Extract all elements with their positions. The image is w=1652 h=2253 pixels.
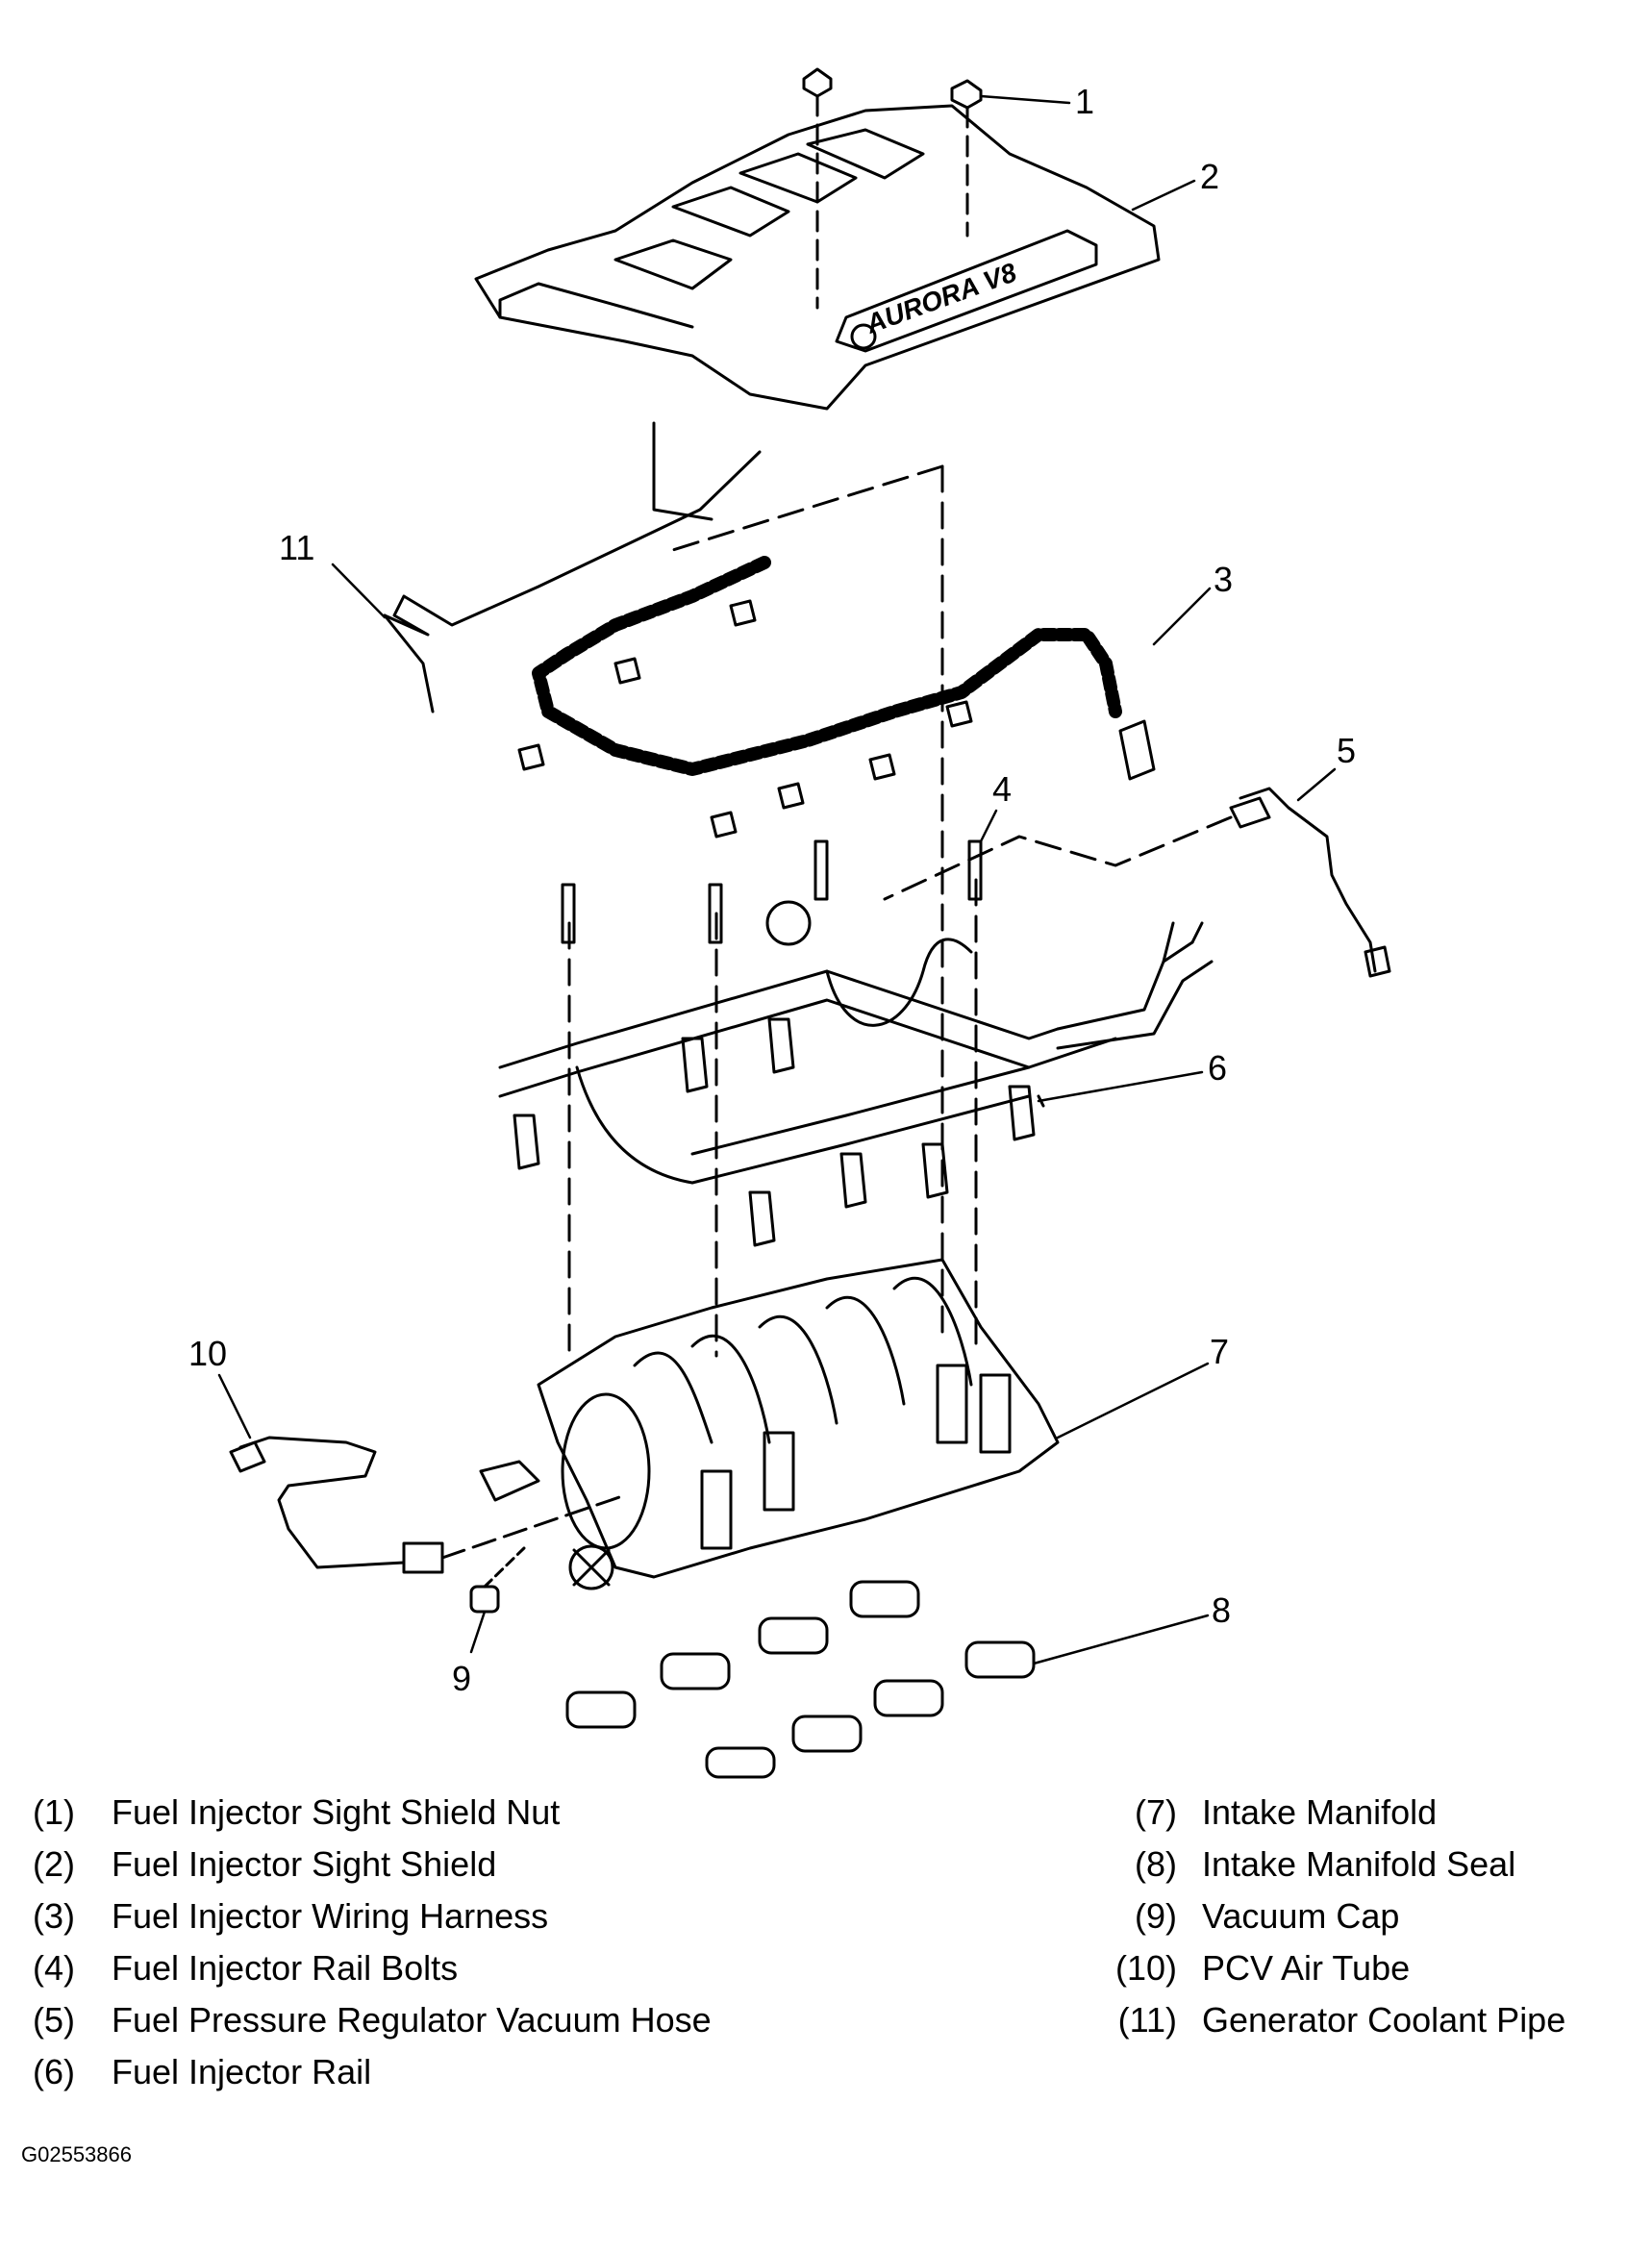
callout-5: 5 — [1337, 731, 1356, 770]
legend-number: (5) — [33, 2000, 75, 2040]
legend-label: Vacuum Cap — [1202, 1896, 1400, 1936]
legend-number: (10) — [1114, 1948, 1177, 1988]
callout-1: 1 — [1075, 82, 1094, 121]
legend-item: (1) Fuel Injector Sight Shield Nut — [33, 1787, 712, 1839]
legend-item: (4) Fuel Injector Rail Bolts — [33, 1942, 712, 1994]
callout-10: 10 — [188, 1334, 227, 1373]
legend-label: Fuel Injector Sight Shield Nut — [112, 1792, 561, 1832]
legend-number: (2) — [33, 1844, 75, 1884]
legend-label: Fuel Pressure Regulator Vacuum Hose — [112, 2000, 712, 2040]
legend-item: (9) Vacuum Cap — [1075, 1890, 1565, 1942]
legend-label: Fuel Injector Rail Bolts — [112, 1948, 459, 1988]
figure-id: G02553866 — [21, 2142, 132, 2166]
generator-coolant-pipe — [383, 421, 762, 713]
pcv-air-tube — [229, 1436, 627, 1574]
legend-label: Intake Manifold Seal — [1202, 1844, 1516, 1884]
legend-left: (1) Fuel Injector Sight Shield Nut (2) Fue… — [33, 1787, 712, 2098]
legend-label: Generator Coolant Pipe — [1202, 2000, 1566, 2040]
legend-right: (7) Intake Manifold (8) Intake Manifold Se… — [1075, 1787, 1565, 2046]
fuel-injector-rail — [498, 900, 1214, 1247]
harness-connectors — [517, 599, 1156, 839]
legend-label: Fuel Injector Rail — [112, 2052, 372, 2091]
shield-nut — [802, 67, 833, 310]
legend-item: (10) PCV Air Tube — [1075, 1942, 1565, 1994]
legend-item: (5) Fuel Pressure Regulator Vacuum Hose — [33, 1994, 712, 2046]
legend-number: (9) — [1135, 1896, 1177, 1936]
vacuum-hose — [1229, 787, 1391, 978]
legend-item: (6) Fuel Injector Rail — [33, 2046, 712, 2098]
shield-logo-text: AURORA V8 — [862, 257, 1021, 339]
callout-9: 9 — [452, 1659, 471, 1698]
legend-label: Intake Manifold — [1202, 1792, 1438, 1832]
callout-7: 7 — [1210, 1332, 1229, 1371]
manifold-seals — [565, 1580, 1036, 1779]
legend-label: Fuel Injector Sight Shield — [112, 1844, 497, 1884]
legend-number: (8) — [1135, 1844, 1177, 1884]
callout-6: 6 — [1208, 1048, 1227, 1088]
callout-4: 4 — [992, 769, 1012, 809]
legend-number: (6) — [33, 2052, 75, 2091]
callout-11: 11 — [279, 528, 314, 567]
legend-item: (8) Intake Manifold Seal — [1075, 1839, 1565, 1890]
callout-3: 3 — [1214, 560, 1233, 599]
legend-label: PCV Air Tube — [1202, 1948, 1411, 1988]
shield-nut-2 — [950, 79, 983, 238]
rail-bolts — [561, 839, 983, 944]
leader-lines — [217, 94, 1337, 1665]
legend-item: (7) Intake Manifold — [1075, 1787, 1565, 1839]
legend-number: (11) — [1117, 2000, 1177, 2040]
vacuum-cap — [469, 1546, 526, 1614]
legend-item: (2) Fuel Injector Sight Shield — [33, 1839, 712, 1890]
legend-number: (4) — [33, 1948, 75, 1988]
legend-number: (7) — [1135, 1792, 1177, 1832]
exploded-parts-diagram: AURORA V8 1 2 3 4 5 6 7 8 9 10 11 — [188, 67, 1391, 1779]
intake-manifold — [479, 1258, 1060, 1590]
legend-number: (1) — [33, 1792, 75, 1832]
legend-item: (3) Fuel Injector Wiring Harness — [33, 1890, 712, 1942]
legend-number: (3) — [33, 1896, 75, 1936]
legend-item: (11) Generator Coolant Pipe — [1075, 1994, 1566, 2046]
callout-8: 8 — [1212, 1590, 1231, 1630]
legend-label: Fuel Injector Wiring Harness — [112, 1896, 549, 1936]
wiring-harness — [532, 556, 1122, 776]
sight-shield — [474, 104, 1161, 411]
callout-2: 2 — [1200, 157, 1219, 196]
